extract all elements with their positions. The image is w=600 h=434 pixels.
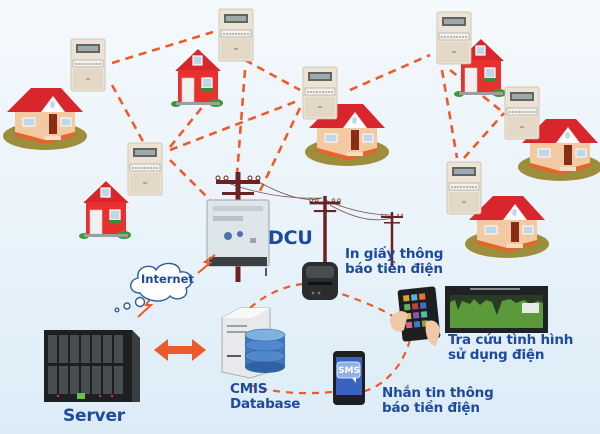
link xyxy=(168,94,214,148)
cmis-database-label: CMIS Database xyxy=(230,381,301,413)
sms-screen-text: SMS xyxy=(338,366,360,376)
usage-lookup-label-line: sử dụng điện xyxy=(448,347,545,364)
wireless-bolt-icon xyxy=(197,254,216,274)
data-concentrator-icon xyxy=(206,199,270,276)
link xyxy=(244,58,301,92)
tablet-icon xyxy=(390,286,441,346)
link xyxy=(111,30,214,65)
mesh-links xyxy=(110,30,505,201)
database-server-icon xyxy=(221,307,286,379)
link xyxy=(169,98,301,152)
usage-chart-thumbnail xyxy=(445,286,548,333)
cmis-database-label-line: Database xyxy=(230,396,301,413)
server-label: Server xyxy=(63,406,125,426)
house-1 xyxy=(2,87,88,151)
link xyxy=(110,84,147,146)
wireless-bolt-icon xyxy=(137,295,154,318)
meter-3 xyxy=(127,142,163,196)
service-loop xyxy=(222,282,412,395)
dcu-label: DCU xyxy=(268,227,313,249)
cloud-icon xyxy=(114,262,193,313)
link xyxy=(440,69,459,159)
receipt-printer-icon xyxy=(302,262,338,300)
usage-lookup-label: Tra cứu tình hình sử dụng điện xyxy=(448,332,574,364)
sync-arrow-icon xyxy=(154,339,206,361)
power-pole-2 xyxy=(309,195,341,274)
meter-1 xyxy=(70,38,106,92)
meter-4 xyxy=(302,66,338,120)
meter-6 xyxy=(504,86,540,140)
house-3 xyxy=(78,177,133,240)
usage-lookup-label-line: Tra cứu tình hình xyxy=(448,332,574,348)
sms-notify-label: Nhắn tin thông báo tiền điện xyxy=(382,385,494,417)
internet-label: Internet xyxy=(141,272,194,286)
print-bill-label: In giấy thông báo tiền điện xyxy=(345,246,444,278)
house-2 xyxy=(170,45,225,108)
meter-5 xyxy=(436,11,472,65)
cmis-database-label-line: CMIS xyxy=(230,381,268,397)
print-bill-label-line: In giấy thông xyxy=(345,246,444,262)
link xyxy=(349,53,431,92)
sms-notify-label-line: Nhắn tin thông xyxy=(382,385,494,401)
print-bill-label-line: báo tiền điện xyxy=(345,261,443,278)
meter-7 xyxy=(446,161,482,215)
link xyxy=(256,107,302,196)
sms-phone-icon xyxy=(333,351,365,405)
link xyxy=(463,112,505,159)
server-rack-icon xyxy=(44,330,140,402)
sms-notify-label-line: báo tiền điện xyxy=(382,400,480,417)
link xyxy=(235,69,247,176)
meter-2 xyxy=(218,8,254,62)
link xyxy=(169,159,211,201)
